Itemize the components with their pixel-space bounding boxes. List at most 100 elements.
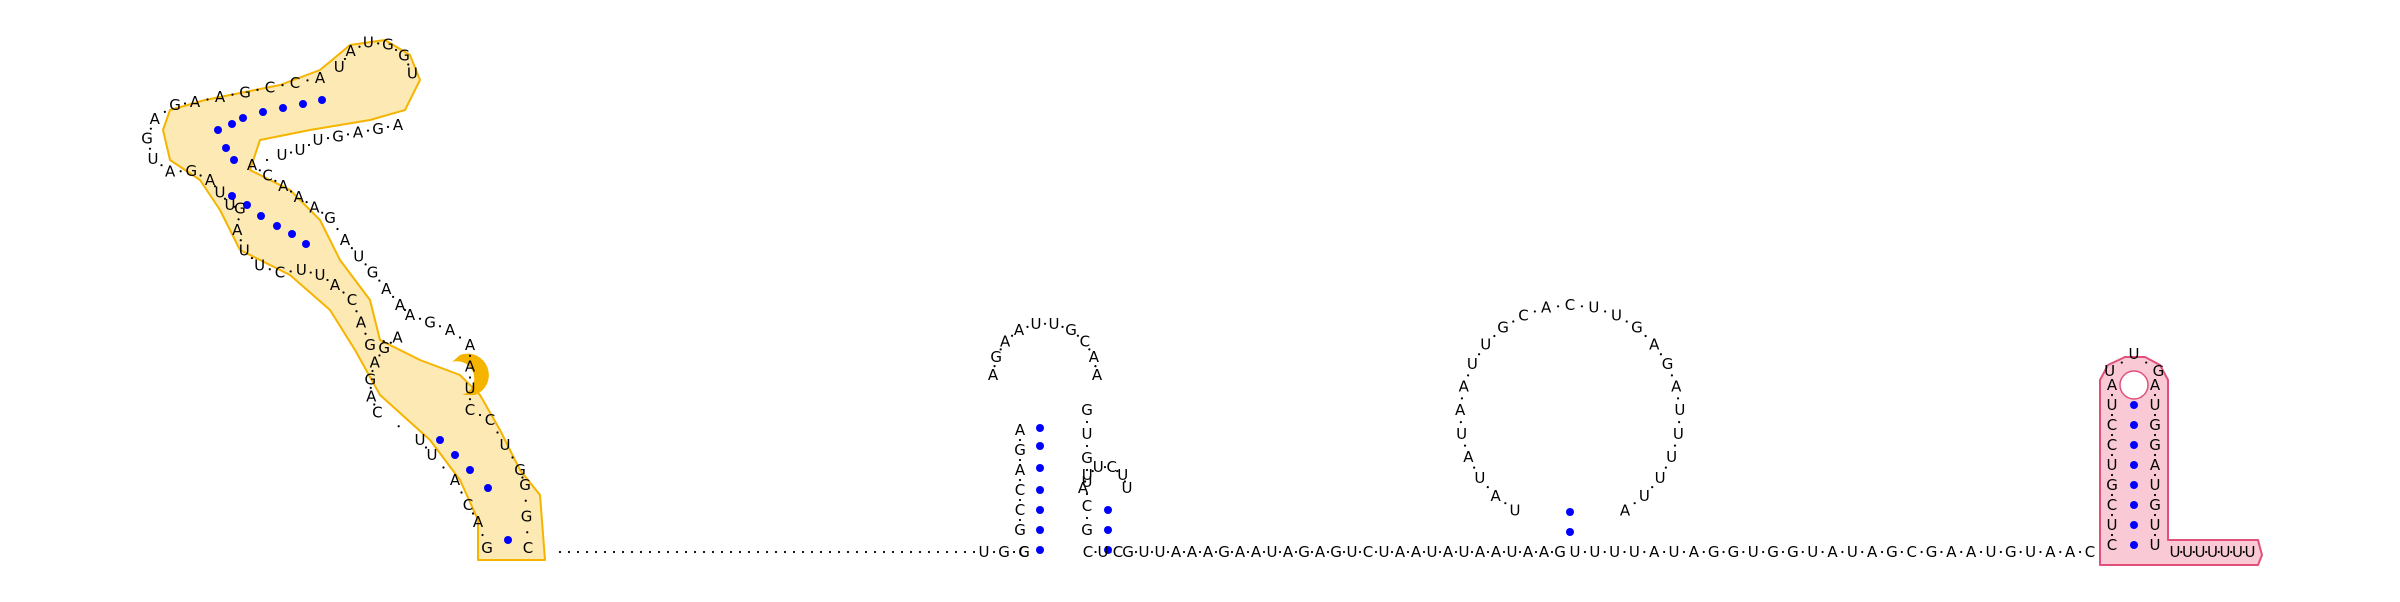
backbone-link (355, 310, 358, 313)
highlight-region-pink (2099, 356, 2263, 566)
backbone-link (1673, 444, 1677, 447)
nucleotide: G (1631, 319, 1643, 337)
backbone-link (2242, 550, 2245, 554)
nucleotide: A (1078, 479, 1089, 497)
backbone-link (603, 550, 607, 554)
base-pair-dot (2130, 481, 2138, 489)
nucleotide: A (1475, 543, 1486, 561)
base-pair-dot (2130, 521, 2138, 529)
nucleotide: G (1122, 543, 1134, 561)
highlight-loop-gap (2119, 370, 2149, 400)
nucleotide: A (1411, 543, 1422, 561)
backbone-link (377, 42, 380, 45)
nucleotide: A (450, 471, 461, 489)
backbone-link (2180, 550, 2183, 554)
base-pair-dot (273, 222, 281, 230)
nucleotide: A (356, 314, 367, 332)
backbone-link (2153, 473, 2157, 477)
nucleotide: G (378, 339, 390, 357)
base-pair-dot (228, 120, 236, 128)
backbone-link (237, 218, 240, 221)
backbone-link (1781, 550, 1785, 554)
backbone-link (358, 45, 361, 48)
backbone-link (1940, 550, 1943, 554)
nucleotide: G (1081, 521, 1093, 539)
backbone-link (336, 227, 339, 231)
nucleotide: A (232, 221, 243, 239)
backbone-link (309, 271, 312, 274)
backbone-link (1091, 469, 1094, 473)
base-pair-dot (2130, 461, 2138, 469)
nucleotide: A (1171, 543, 1182, 561)
backbone-link (378, 279, 381, 282)
nucleotide: C (1906, 543, 1916, 561)
base-pair-dot (1036, 546, 1044, 554)
backbone-link (993, 365, 996, 368)
backbone-link (1880, 550, 1884, 554)
backbone-link (1018, 478, 1022, 482)
backbone-link (1533, 310, 1536, 313)
base-pair-dot (318, 96, 326, 104)
backbone-link (675, 550, 679, 554)
backbone-link (343, 57, 347, 61)
base-pair-dot (279, 104, 287, 112)
nucleotide: U (1639, 487, 1650, 505)
nucleotide: U (1082, 425, 1093, 443)
nucleotide: U (1474, 469, 1485, 487)
nucleotide: A (988, 366, 999, 384)
nucleotide: G (1787, 543, 1799, 561)
backbone-link (183, 102, 187, 105)
backbone-link (1504, 502, 1507, 505)
base-pair-dot (239, 114, 247, 122)
nucleotide: G (324, 209, 336, 227)
nucleotide: U (500, 436, 511, 454)
backbone-link (2153, 513, 2157, 517)
nucleotide: A (1283, 543, 1294, 561)
nucleotide: U (315, 266, 326, 284)
backbone-link (666, 550, 670, 554)
backbone-link (378, 354, 381, 357)
base-pair-dot (2130, 401, 2138, 409)
backbone-link (1116, 469, 1119, 473)
backbone-link (1166, 550, 1170, 554)
backbone-link (1085, 444, 1089, 448)
nucleotide: C (347, 291, 357, 309)
nucleotide: U (295, 141, 306, 159)
nucleotide: A (2150, 456, 2161, 474)
backbone-link (2153, 393, 2157, 397)
nucleotide: U (1456, 425, 1467, 443)
backbone-link (1214, 550, 1218, 554)
backbone-link (407, 63, 410, 66)
backbone-link (2205, 550, 2208, 554)
backbone-link (1633, 502, 1636, 505)
backbone-link (819, 550, 823, 554)
nucleotide: G (364, 336, 376, 354)
backbone-link (326, 137, 330, 140)
nucleotide: A (366, 387, 377, 405)
nucleotide: C (523, 539, 533, 557)
nucleotide: U (465, 379, 476, 397)
backbone-link (684, 550, 688, 554)
nucleotide: A (1523, 543, 1534, 561)
nucleotide: G (1081, 401, 1093, 419)
nucleotide: G (521, 508, 533, 526)
nucleotide: A (2107, 376, 2118, 394)
backbone-link (213, 185, 217, 188)
nucleotide: G (2153, 362, 2165, 380)
nucleotide: G (514, 461, 526, 479)
backbone-link (855, 550, 859, 554)
nucleotide: A (1946, 543, 1957, 561)
backbone-link (1018, 438, 1022, 442)
nucleotide: G (1298, 543, 1310, 561)
nucleotide: U (363, 34, 374, 52)
nucleotide: U (1093, 458, 1104, 476)
nucleotide: A (1443, 543, 1454, 561)
nucleotide: G (1708, 543, 1720, 561)
backbone-link (927, 550, 931, 554)
nucleotide: G (1728, 543, 1740, 561)
nucleotide: C (262, 167, 272, 185)
backbone-link (999, 348, 1002, 351)
nucleotide: G (1662, 355, 1674, 373)
backbone-link (274, 179, 277, 182)
